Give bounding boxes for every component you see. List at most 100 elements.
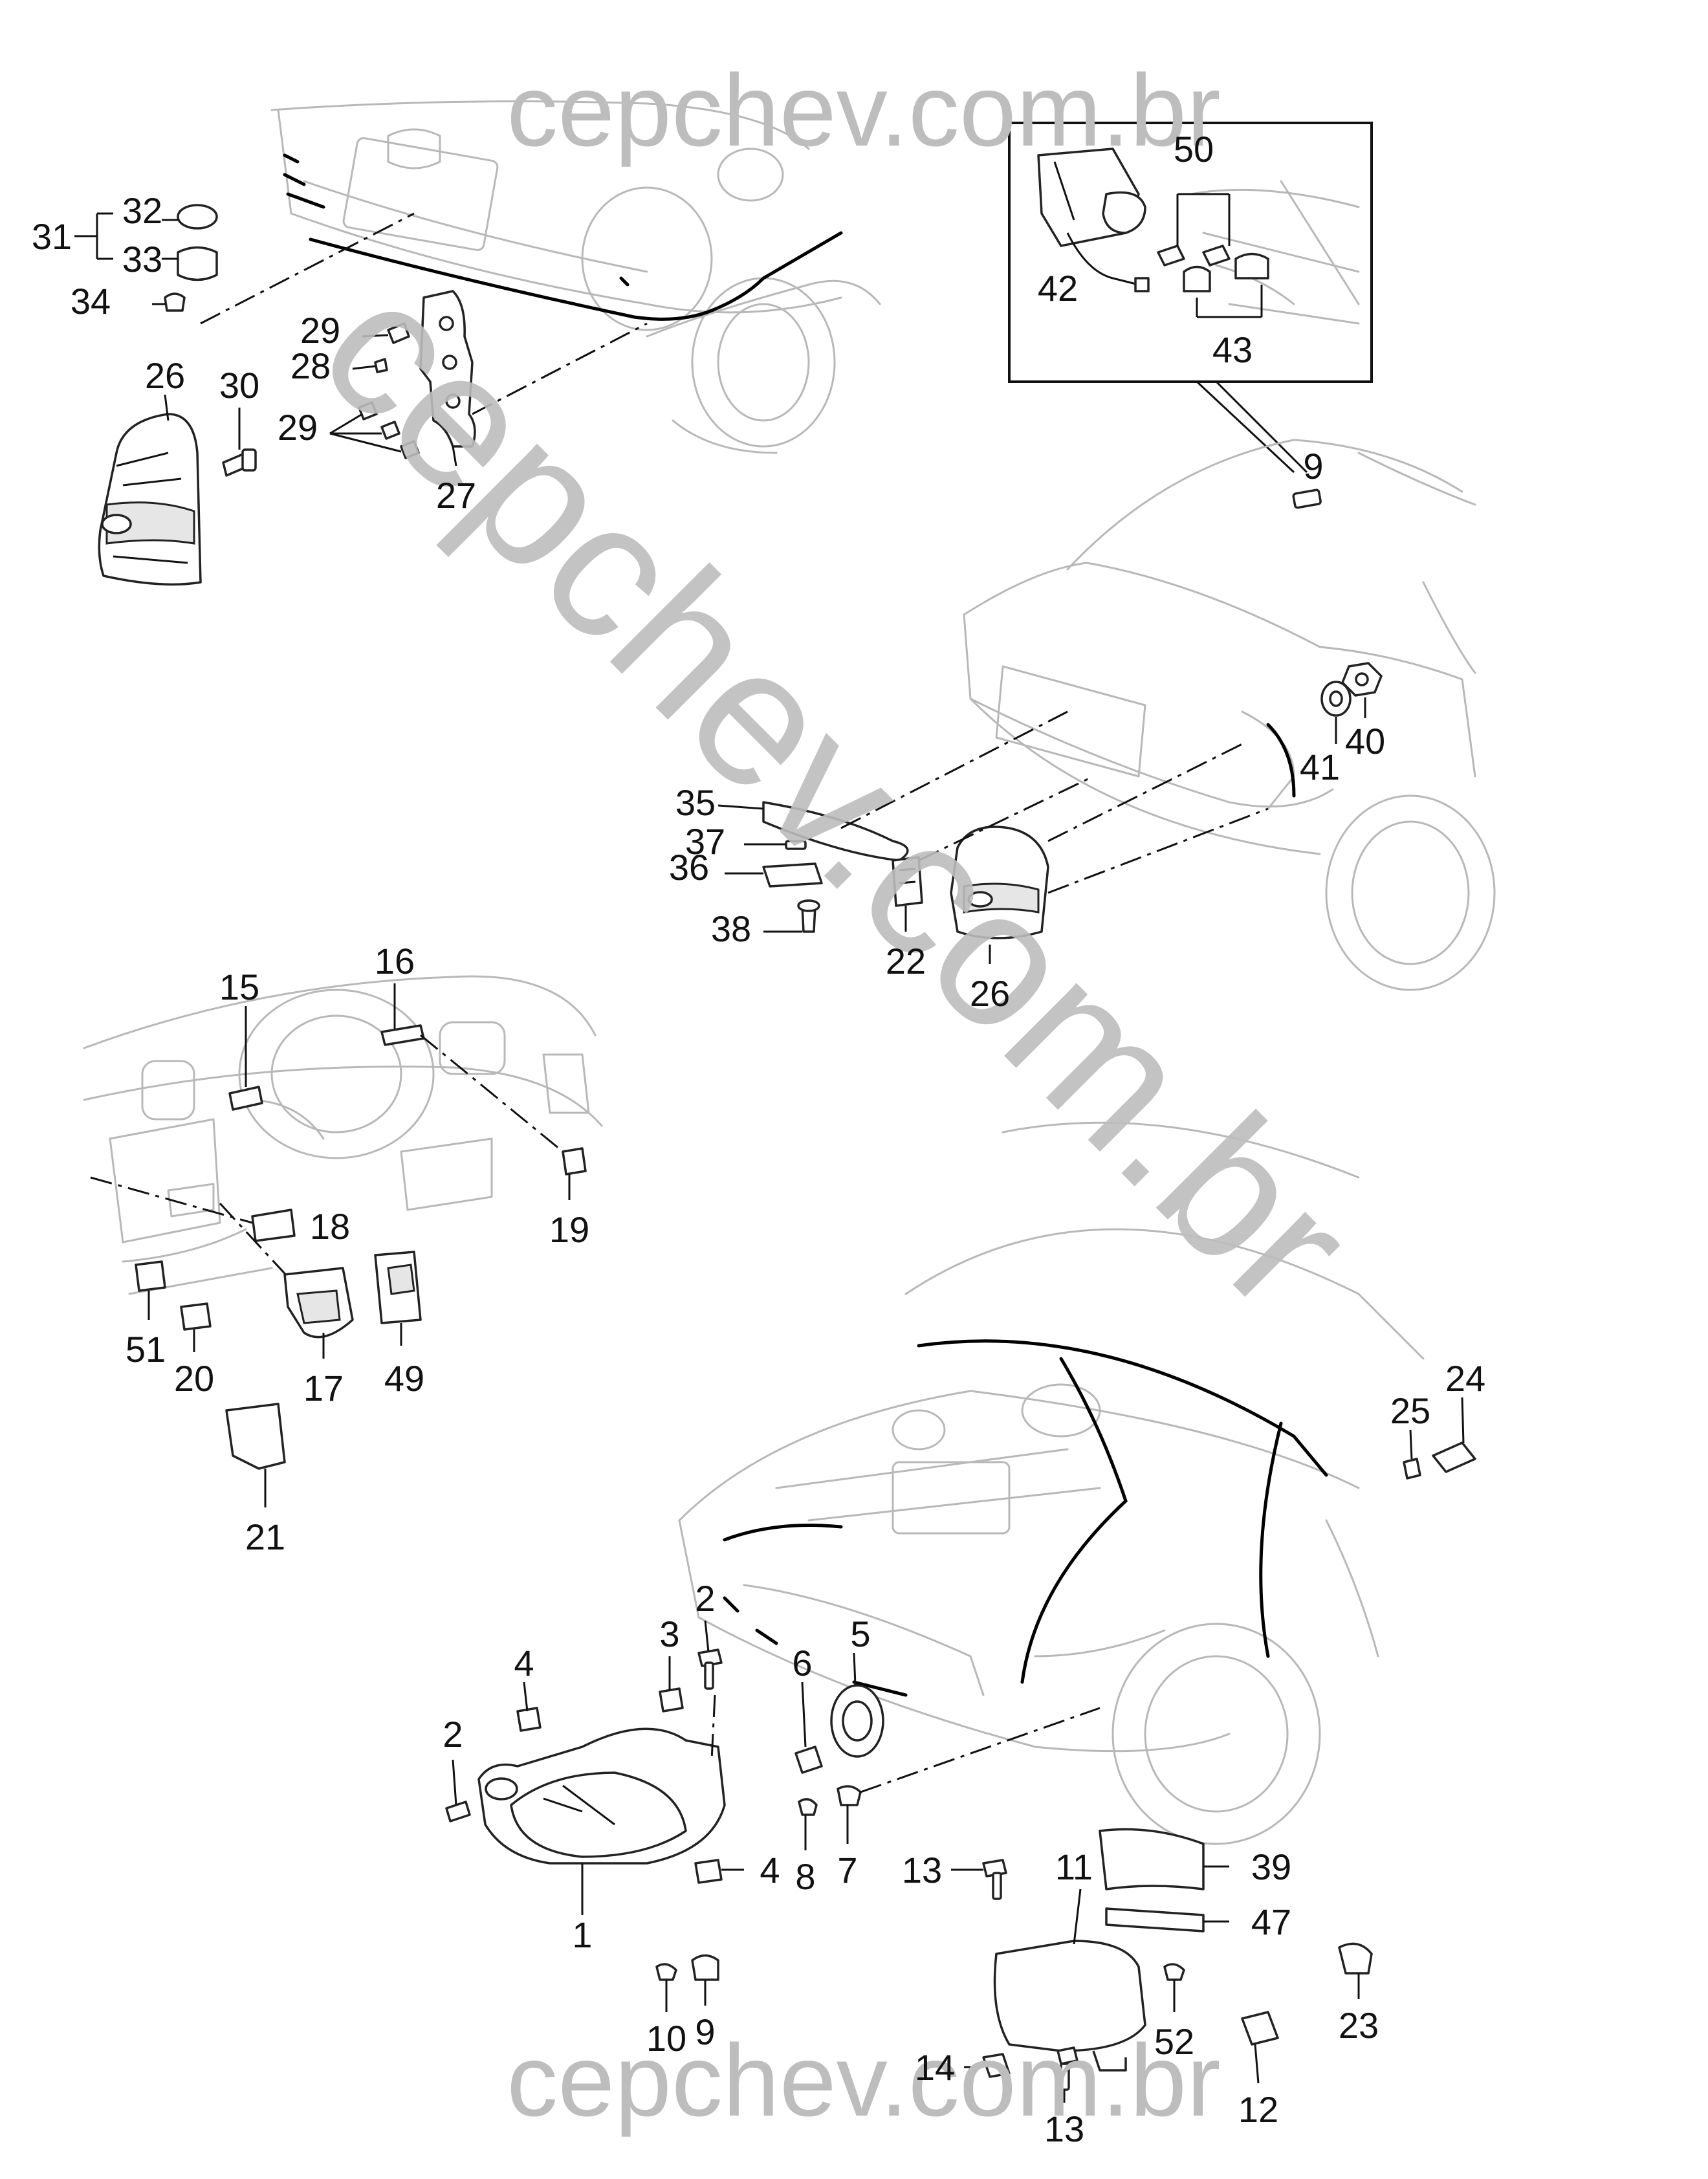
rear-lamp-26-middle [950, 743, 1269, 964]
callout-27: 27 [436, 475, 476, 516]
callout-25: 25 [1390, 1390, 1430, 1431]
bracket-39 [1099, 1828, 1205, 1890]
dashboard-switches [90, 983, 587, 1507]
callout-16: 16 [375, 941, 415, 981]
switch-51 [135, 1260, 166, 1292]
nut-washer [1320, 662, 1383, 744]
switch-20 [180, 1302, 212, 1331]
fastener-50b [1202, 245, 1231, 267]
callout-7: 7 [837, 1850, 857, 1890]
rear-lamp-26-top [98, 394, 202, 586]
callout-1: 1 [572, 1914, 592, 1955]
bulb-10 [655, 1963, 677, 1981]
callout-36: 36 [669, 847, 709, 888]
callout-31: 31 [32, 216, 72, 257]
bulb-28 [374, 358, 388, 373]
sedan-rear-drawing [963, 439, 1496, 991]
engine-bay-drawing [678, 1121, 1425, 1845]
callout-49: 49 [384, 1358, 424, 1399]
callout-19: 19 [549, 1209, 589, 1250]
screw-13-top [992, 1872, 1002, 1900]
callout-33: 33 [122, 239, 162, 279]
callout-52: 52 [1154, 2021, 1194, 2062]
rear-hatch-drawing [270, 100, 881, 454]
callout-38: 38 [711, 908, 751, 949]
callout-47: 47 [1251, 1901, 1291, 1942]
fog-lamp-11 [951, 1828, 1373, 2103]
watermark-top: cepchev.com.br [507, 54, 1221, 168]
callout-13: 13 [1044, 2108, 1084, 2149]
socket-33 [177, 246, 218, 281]
callout-26: 26 [970, 973, 1010, 1014]
bulb-34 [164, 292, 186, 312]
gasket-47 [1105, 1907, 1205, 1933]
bulb-holder-parts [74, 204, 415, 325]
callout-29: 29 [300, 310, 340, 351]
switch-23 [1338, 1942, 1373, 1975]
fastener-50a [1157, 245, 1185, 267]
callout-32: 32 [122, 190, 162, 231]
callout-26: 26 [145, 355, 185, 396]
callout-20: 20 [174, 1358, 214, 1399]
switch-24 [1432, 1441, 1476, 1473]
headlamp-bulbs [655, 1652, 1100, 2012]
fastener-43a [1183, 265, 1211, 292]
callout-8: 8 [795, 1856, 815, 1897]
switch-15 [228, 1086, 263, 1111]
callout-22: 22 [886, 941, 926, 981]
switches-24-25 [1403, 1397, 1476, 1480]
callout-28: 28 [290, 345, 331, 386]
switch-16 [380, 1024, 425, 1046]
callout-18: 18 [310, 1206, 350, 1247]
callout-40: 40 [1345, 721, 1385, 761]
watermark-bottom: cepchev.com.br [507, 2024, 1221, 2138]
callout-4: 4 [760, 1850, 780, 1890]
callout-34: 34 [71, 281, 111, 322]
callout-3: 3 [659, 1614, 679, 1654]
callout-11: 11 [1055, 1846, 1093, 1887]
switch-18 [251, 1209, 296, 1242]
fastener-43b [1234, 252, 1269, 279]
callout-29: 29 [278, 407, 318, 448]
clip-14 [982, 2053, 1011, 2078]
callout-2: 2 [443, 1714, 463, 1755]
callout-13: 13 [902, 1850, 942, 1890]
bulb-6 [794, 1746, 823, 1774]
clip-4-bottom [694, 1859, 723, 1884]
callout-5: 5 [850, 1614, 870, 1654]
clip-3 [659, 1687, 684, 1713]
lens-cap-32 [177, 204, 218, 230]
switch-25 [1403, 1458, 1421, 1480]
screw-30 [222, 408, 257, 477]
callout-35: 35 [675, 782, 716, 823]
connector-12 [1241, 2011, 1279, 2046]
callout-39: 39 [1251, 1846, 1291, 1887]
bracket-27 [329, 290, 648, 466]
callout-10: 10 [646, 2018, 686, 2059]
callout-37: 37 [685, 821, 725, 862]
inset-box [1008, 122, 1373, 474]
callout-12: 12 [1238, 2089, 1278, 2130]
callout-23: 23 [1339, 2005, 1379, 2046]
callout-30: 30 [219, 365, 259, 406]
callout-9: 9 [1303, 446, 1323, 487]
callout-15: 15 [219, 967, 259, 1007]
socket-9 [691, 1954, 719, 1981]
switch-19 [562, 1147, 587, 1176]
clip-4-top [516, 1707, 542, 1732]
screw-2-left [445, 1801, 471, 1823]
screw-2-right [704, 1661, 714, 1690]
callout-4: 4 [514, 1643, 534, 1683]
callout-43: 43 [1212, 329, 1253, 370]
cover-21 [225, 1403, 286, 1470]
socket-7 [837, 1785, 862, 1806]
callout-21: 21 [245, 1517, 285, 1557]
callout-24: 24 [1445, 1358, 1485, 1399]
callout-17: 17 [303, 1368, 344, 1408]
bulb-8 [798, 1798, 818, 1816]
license-lamp-parts [717, 710, 1094, 933]
callout-9: 9 [695, 2011, 715, 2052]
callout-51: 51 [126, 1329, 166, 1370]
